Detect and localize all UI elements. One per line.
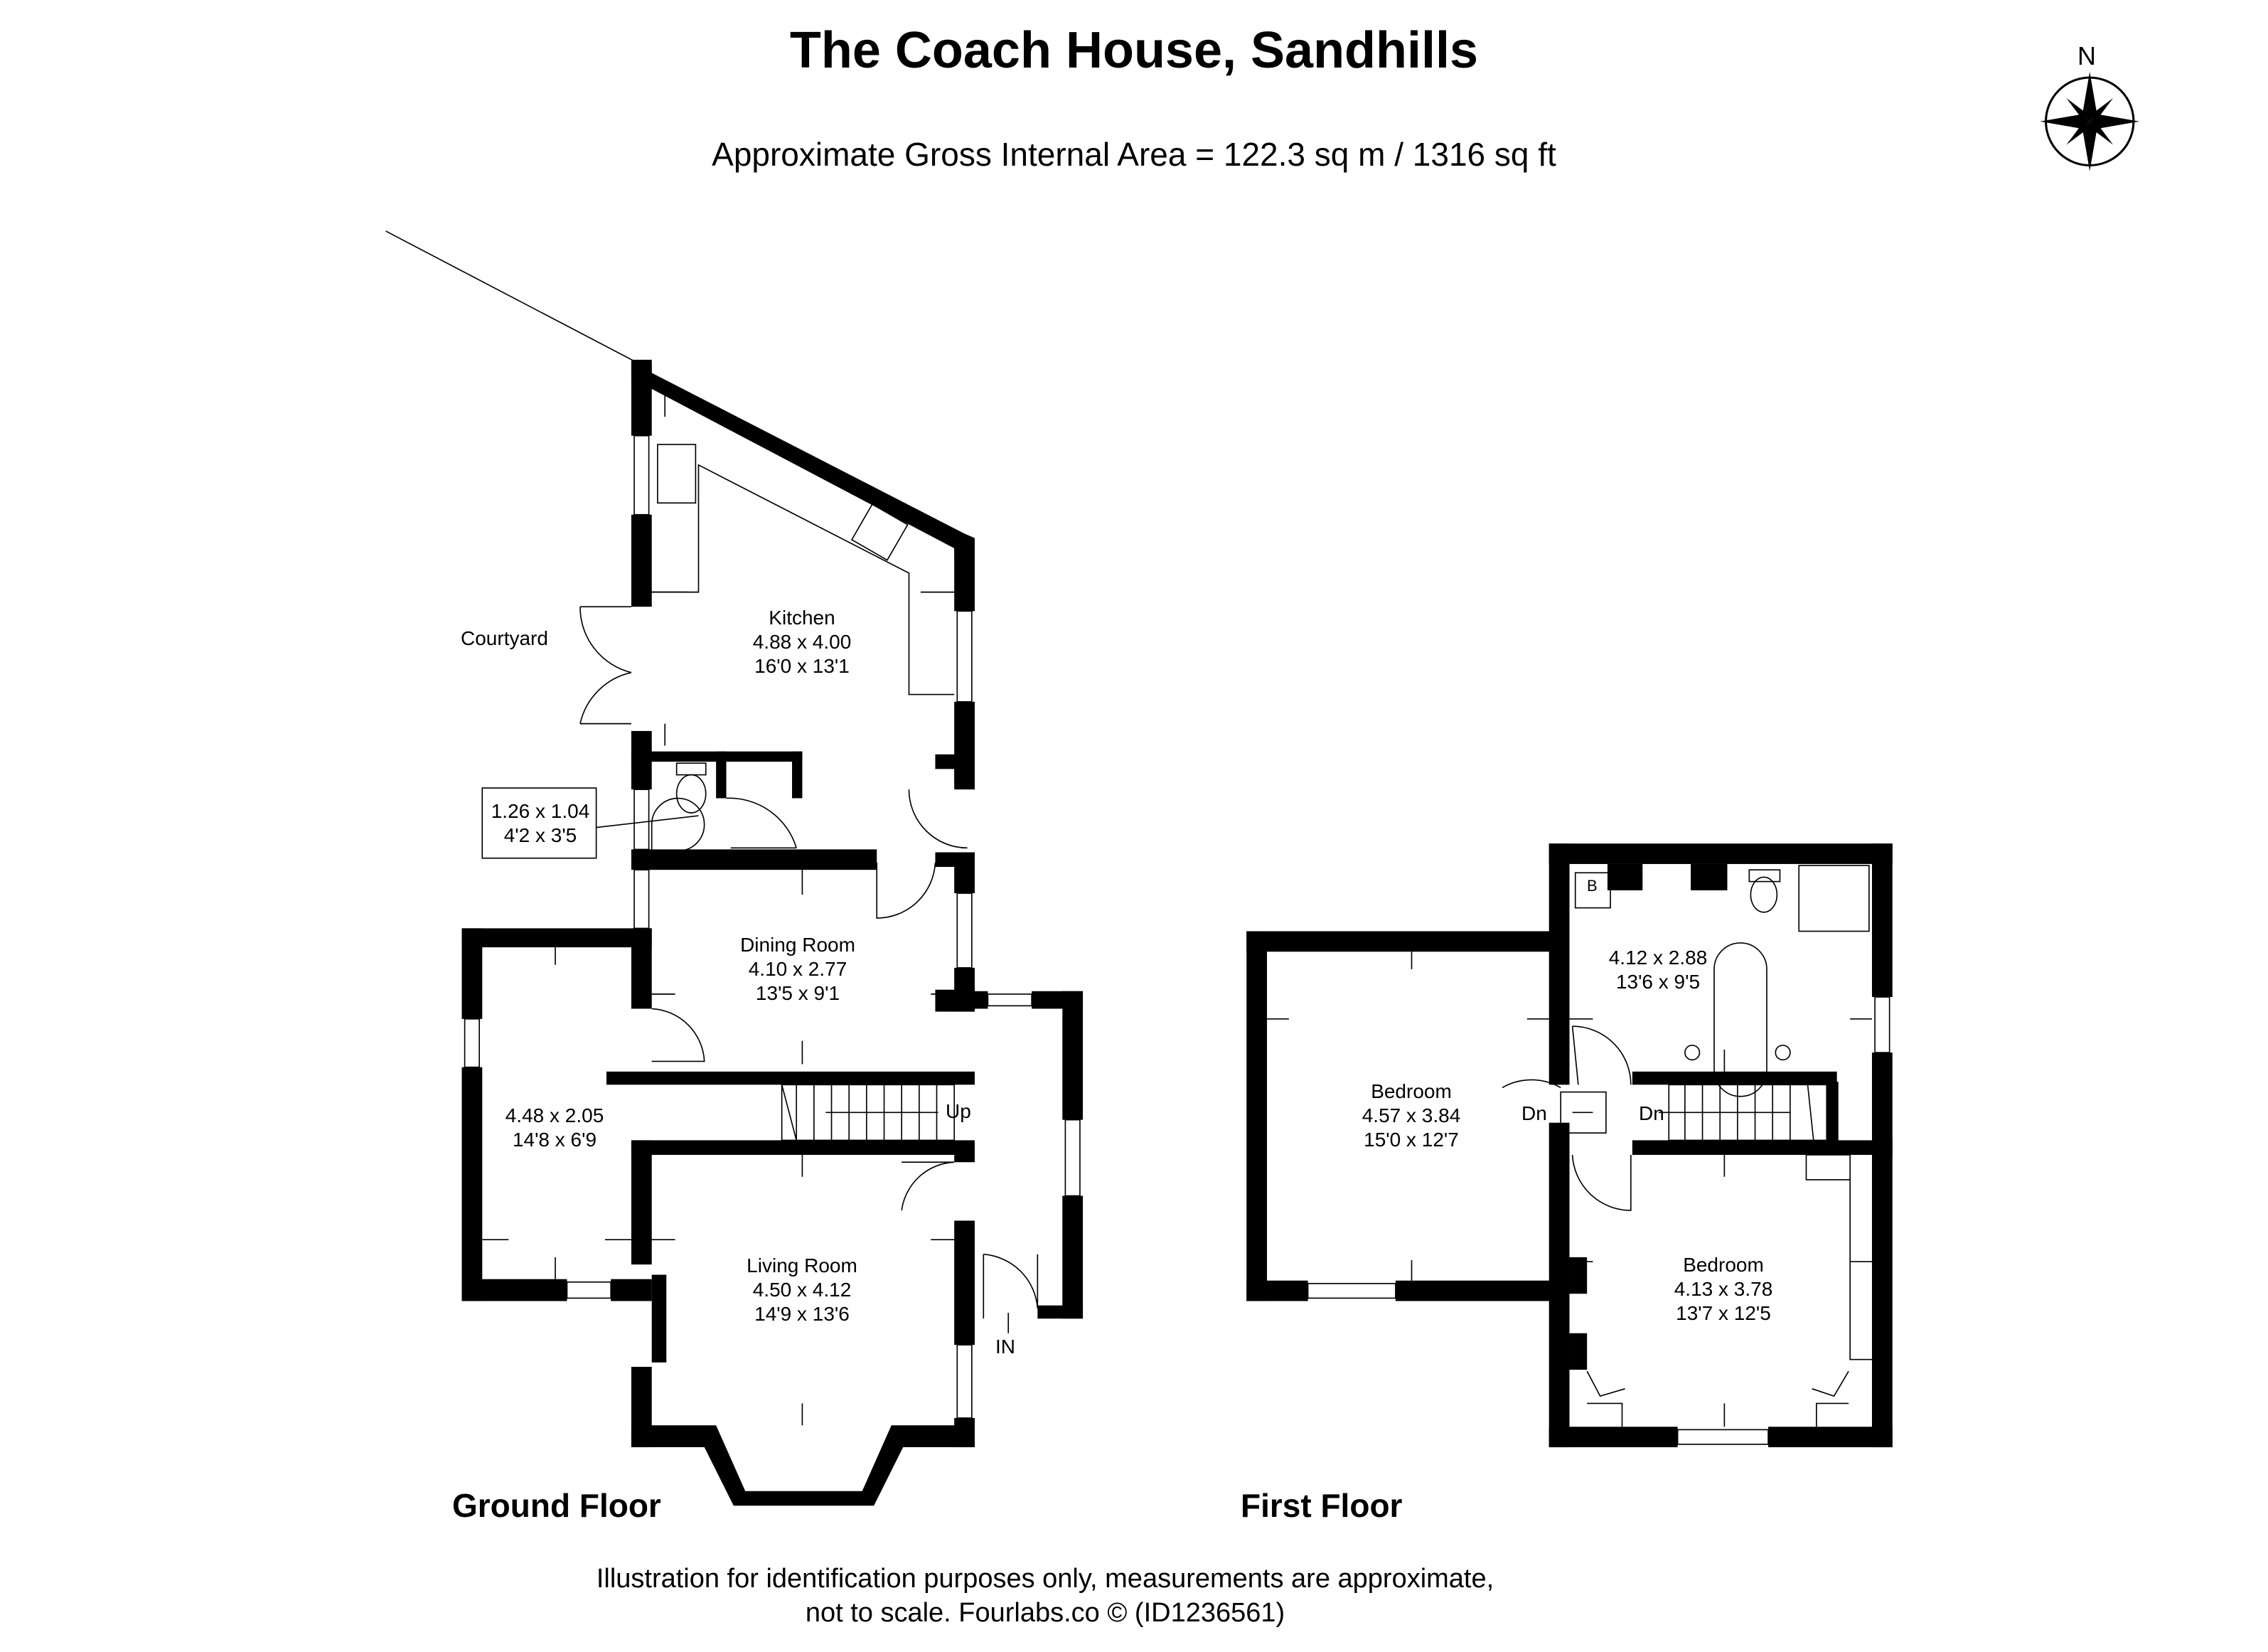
room-name: Living Room (747, 1254, 857, 1277)
disclaimer: Illustration for identification purposes… (213, 1562, 1877, 1630)
room-imperial: 14'8 x 6'9 (512, 1129, 597, 1151)
compass-rose-icon (2040, 71, 2140, 171)
first-floor-walls (1246, 843, 1893, 1448)
plan-title: The Coach House, Sandhills (789, 22, 1479, 79)
room-metric: 4.12 x 2.88 (1608, 947, 1708, 969)
room-name: Kitchen (769, 607, 835, 629)
room-bedroom-2: Bedroom 4.13 x 3.78 13'7 x 12'5 (1674, 1253, 1773, 1326)
entrance-label: IN (995, 1336, 1015, 1358)
room-metric: 4.57 x 3.84 (1362, 1104, 1461, 1126)
ground-floor-label: Ground Floor (452, 1487, 661, 1524)
room-side: 4.48 x 2.05 14'8 x 6'9 (506, 1104, 604, 1152)
gross-area: Approximate Gross Internal Area = 122.3 … (712, 136, 1556, 173)
room-metric: 4.50 x 4.12 (752, 1279, 852, 1301)
room-metric: 4.48 x 2.05 (505, 1104, 604, 1126)
room-kitchen: Kitchen 4.88 x 4.00 16'0 x 13'1 (753, 606, 852, 678)
first-floor-label: First Floor (1241, 1487, 1403, 1524)
room-imperial: 16'0 x 13'1 (754, 655, 850, 677)
room-name: Bedroom (1683, 1254, 1764, 1276)
stairs-up-label: Up (946, 1100, 971, 1122)
room-name: Dining Room (740, 934, 855, 956)
room-bedroom-1: Bedroom 4.57 x 3.84 15'0 x 12'7 (1362, 1080, 1461, 1152)
room-imperial: 4'2 x 3'5 (503, 824, 577, 846)
room-imperial: 13'6 x 9'5 (1615, 971, 1701, 993)
room-imperial: 13'7 x 12'5 (1676, 1302, 1771, 1324)
room-imperial: 15'0 x 12'7 (1364, 1129, 1459, 1151)
disclaimer-line-1: Illustration for identification purposes… (596, 1564, 1494, 1594)
ground-floor-walls (461, 359, 1084, 1506)
disclaimer-line-2: not to scale. Fourlabs.co © (ID1236561) (805, 1598, 1285, 1628)
room-name: Bedroom (1371, 1080, 1452, 1102)
room-metric: 4.10 x 2.77 (748, 958, 847, 980)
room-imperial: 14'9 x 13'6 (754, 1303, 850, 1325)
room-dining: Dining Room 4.10 x 2.77 13'5 x 9'1 (740, 933, 855, 1006)
room-imperial: 13'5 x 9'1 (755, 982, 840, 1004)
stairs-down-label: Dn (1521, 1102, 1547, 1124)
room-metric: 1.26 x 1.04 (491, 800, 590, 822)
room-wc: 1.26 x 1.04 4'2 x 3'5 (491, 799, 590, 848)
boiler-label: B (1587, 877, 1598, 895)
stairs-down-label: Dn (1639, 1102, 1664, 1124)
courtyard-label: Courtyard (461, 627, 548, 649)
room-metric: 4.13 x 3.78 (1674, 1278, 1773, 1300)
room-bathroom: 4.12 x 2.88 13'6 x 9'5 (1609, 946, 1708, 994)
room-metric: 4.88 x 4.00 (752, 631, 852, 653)
room-living: Living Room 4.50 x 4.12 14'9 x 13'6 (747, 1254, 857, 1326)
compass-north-label: N (2077, 41, 2096, 70)
